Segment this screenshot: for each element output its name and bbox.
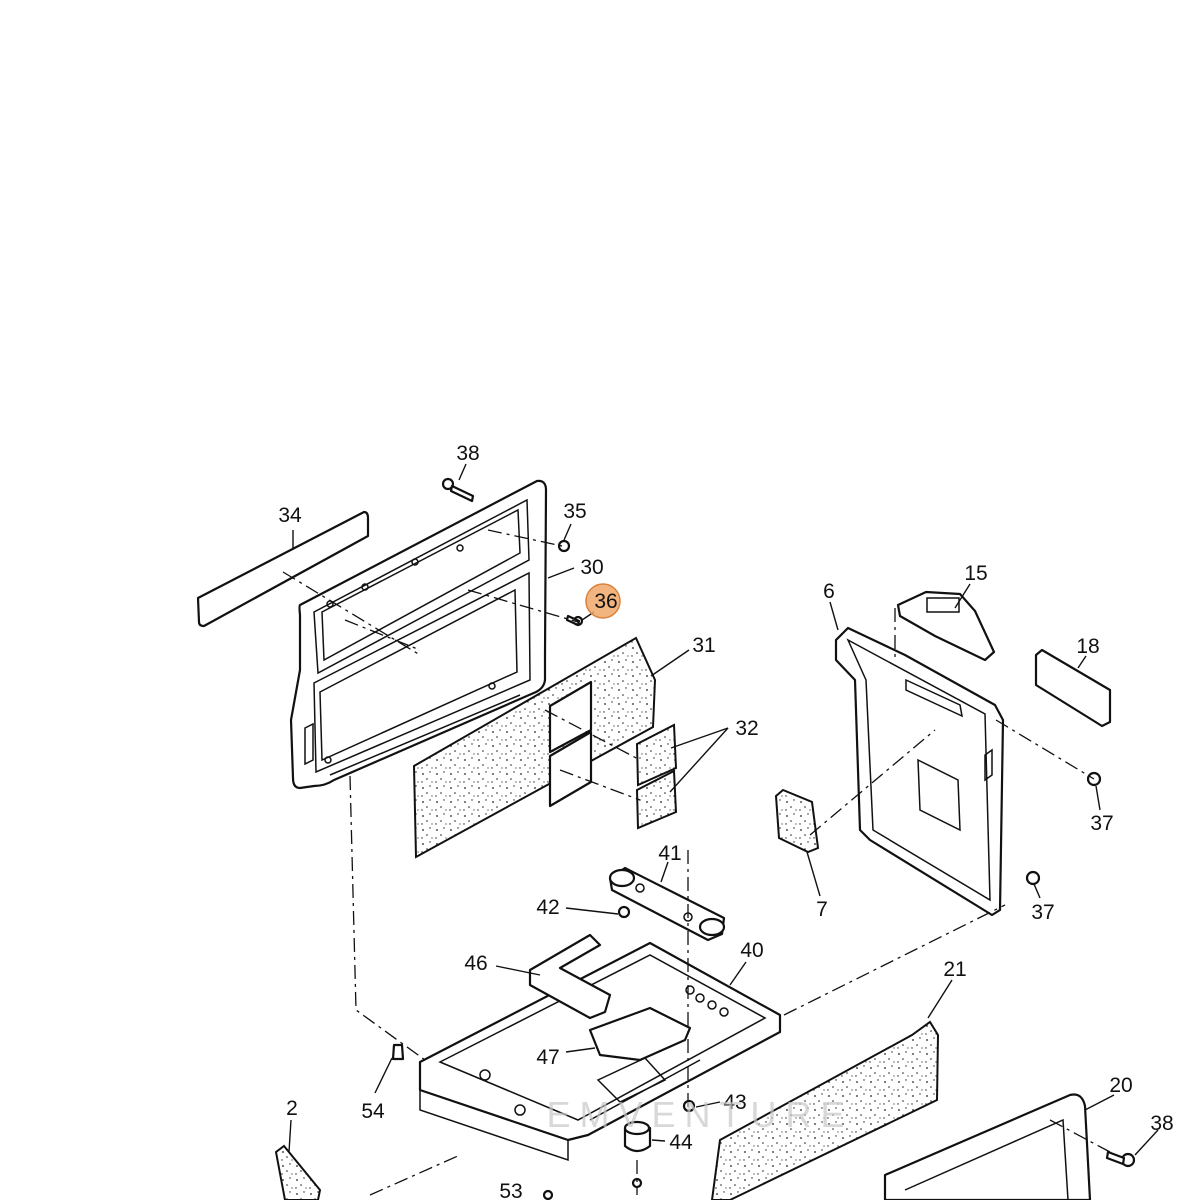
callout-31[interactable]: 31 (692, 634, 715, 657)
foam-panel-31 (412, 636, 657, 859)
callout-40[interactable]: 40 (740, 939, 763, 962)
foam-strip-21 (710, 1020, 940, 1200)
callout-20[interactable]: 20 (1109, 1074, 1132, 1097)
assembly-centerlines (282, 529, 1111, 1196)
callout-21[interactable]: 21 (943, 958, 966, 981)
bolt-37-lower (1025, 870, 1041, 886)
foam-pads-32 (635, 723, 678, 830)
callout-highlight-36[interactable] (585, 583, 621, 619)
label-decal-18 (1034, 648, 1112, 728)
leader-lines (288, 463, 1159, 1156)
callout-46[interactable]: 46 (464, 952, 487, 975)
screw-35 (557, 539, 571, 553)
bracket-41 (608, 866, 726, 942)
front-panel-frame (289, 479, 548, 790)
callout-44[interactable]: 44 (669, 1131, 693, 1154)
rubber-mount-44 (623, 1120, 652, 1153)
cushion-47 (588, 1006, 692, 1062)
bolt-42 (617, 905, 631, 919)
callout-32[interactable]: 32 (735, 717, 758, 740)
callout-38-lower[interactable]: 38 (1150, 1112, 1173, 1135)
callout-37-upper[interactable]: 37 (1090, 812, 1113, 835)
side-panel-6 (834, 626, 1005, 917)
callout-18[interactable]: 18 (1076, 635, 1099, 658)
bolt-38-top (441, 477, 455, 491)
callout-36[interactable]: 36 (594, 590, 617, 613)
latch-15 (896, 590, 996, 662)
nut-54 (391, 1043, 405, 1061)
fasteners (391, 477, 1136, 1200)
callout-2[interactable]: 2 (286, 1097, 298, 1120)
callout-38-top[interactable]: 38 (456, 442, 479, 465)
callout-54[interactable]: 54 (361, 1100, 385, 1123)
callout-35[interactable]: 35 (563, 500, 586, 523)
callout-34[interactable]: 34 (278, 504, 302, 527)
callout-53[interactable]: 53 (499, 1180, 522, 1200)
rear-cover-20 (883, 1093, 1092, 1200)
callout-6[interactable]: 6 (823, 580, 835, 603)
pad-2 (274, 1144, 322, 1200)
watermark: EMVENTURE (546, 1094, 853, 1135)
callout-37-lower[interactable]: 37 (1031, 901, 1054, 924)
pad-7 (774, 788, 820, 854)
callout-15[interactable]: 15 (964, 562, 987, 585)
bolt-43 (682, 1099, 696, 1113)
cushion-46 (528, 933, 612, 1020)
callout-42[interactable]: 42 (536, 896, 559, 919)
label-decal-34 (196, 510, 370, 628)
callout-41[interactable]: 41 (658, 842, 681, 865)
callout-7[interactable]: 7 (816, 898, 828, 921)
callout-labels: 38 34 35 30 36 31 32 6 15 18 37 37 7 41 … (278, 442, 1173, 1200)
callout-43[interactable]: 43 (723, 1091, 746, 1114)
callout-30[interactable]: 30 (580, 556, 603, 579)
callout-47[interactable]: 47 (536, 1046, 559, 1069)
